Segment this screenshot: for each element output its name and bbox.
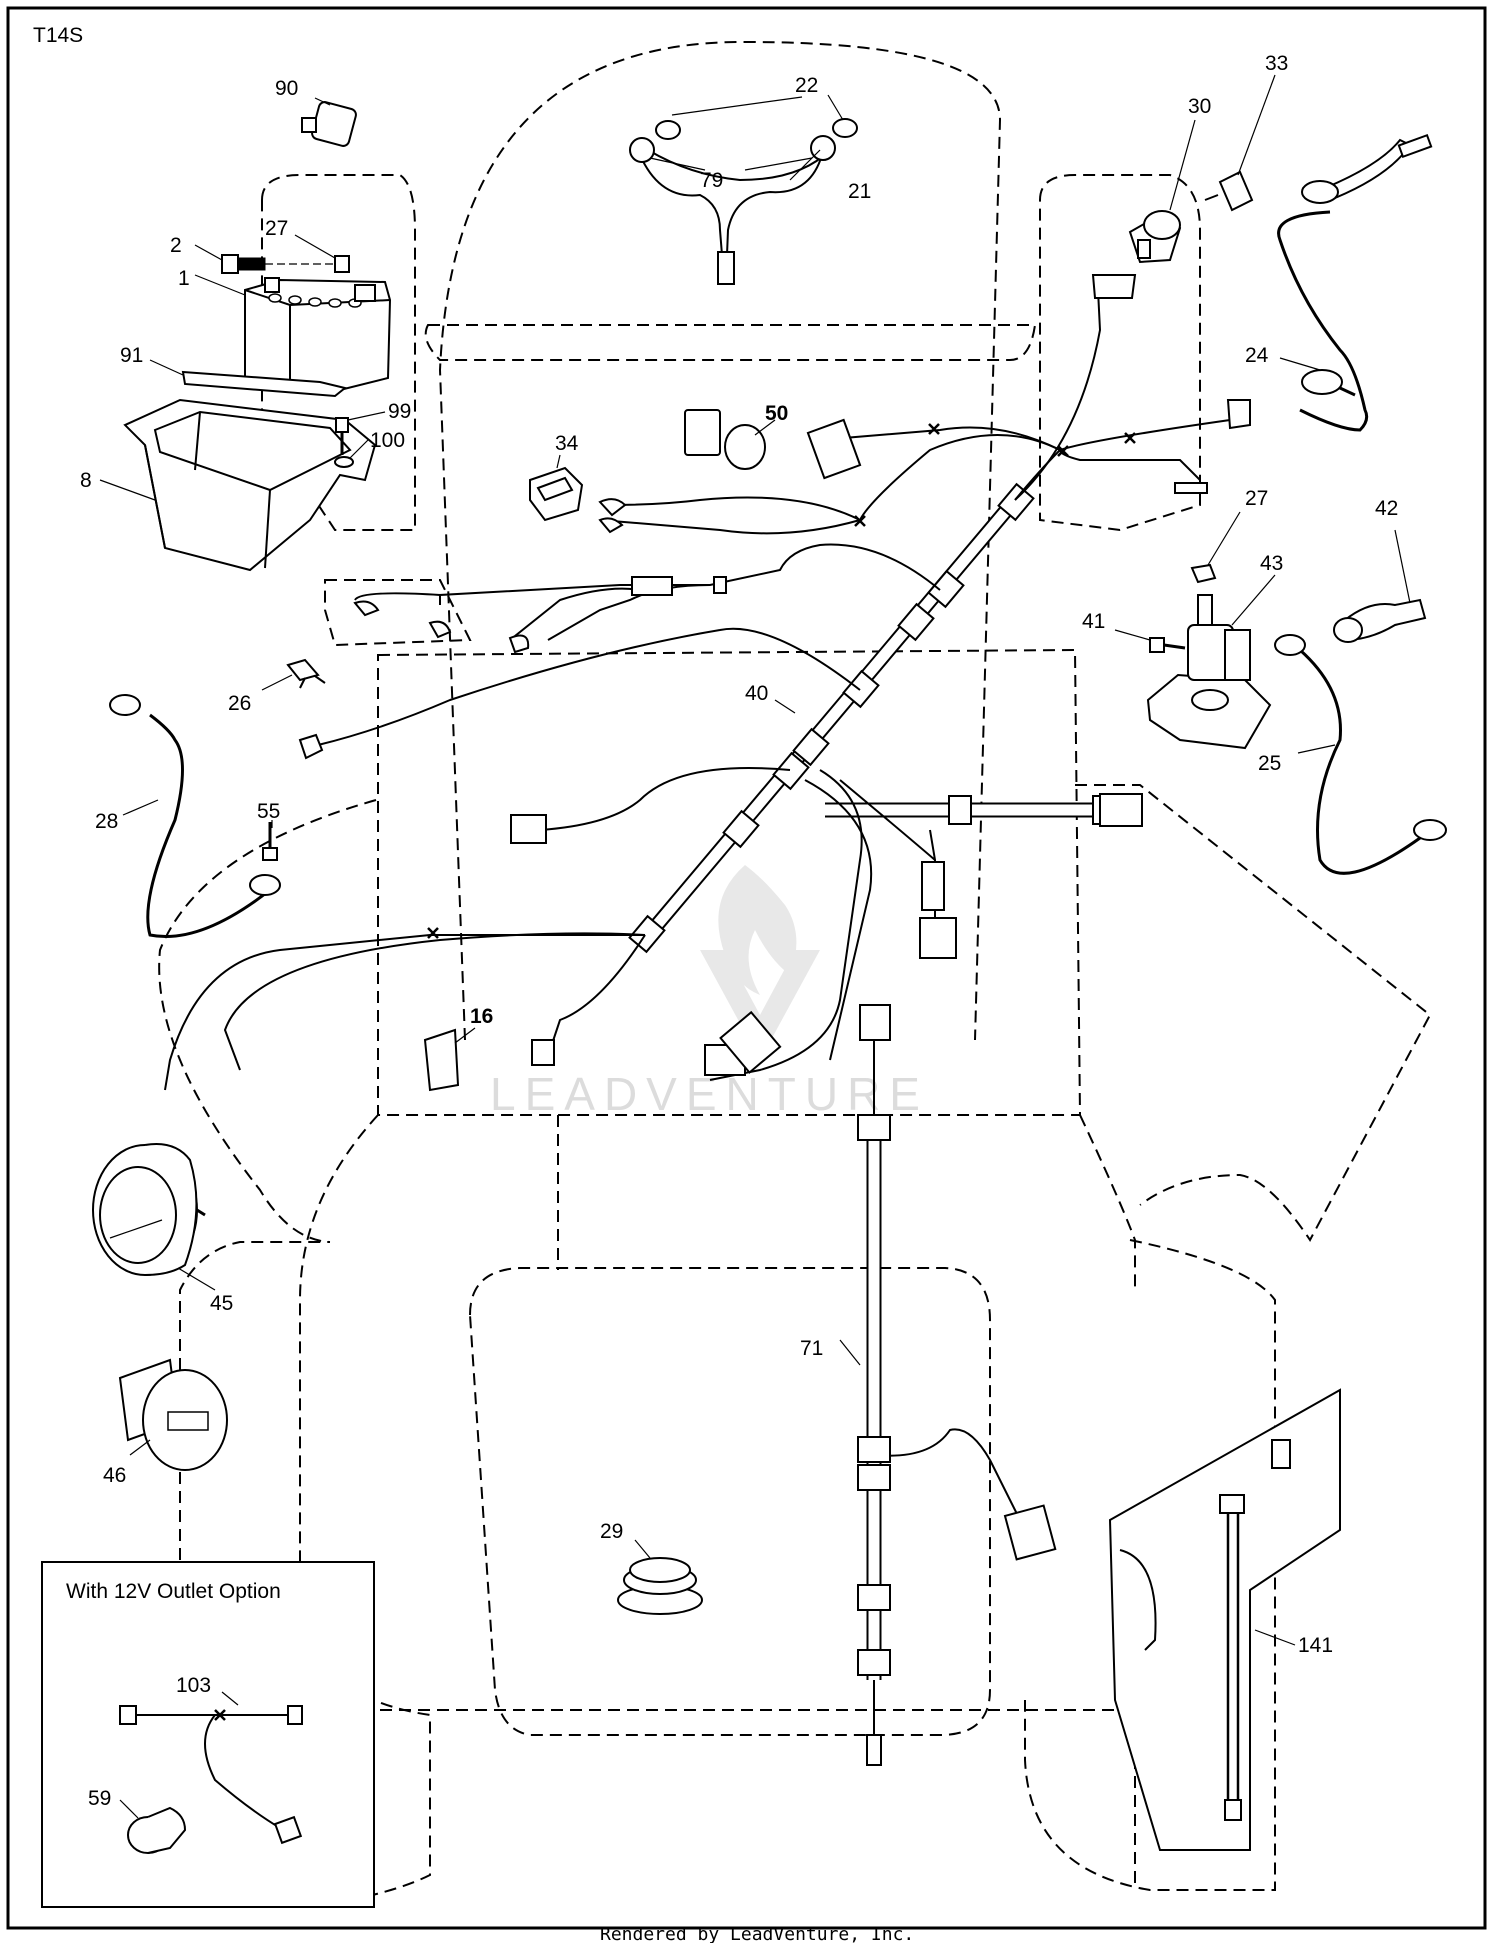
- main-wiring-harness: [164, 289, 1241, 1091]
- callout-33: 33: [1265, 52, 1288, 75]
- callout-28: 28: [95, 810, 118, 833]
- harness-40-leader: [774, 699, 796, 714]
- part-33-key: [1204, 74, 1276, 212]
- part-30-ignition-switch: [1128, 119, 1196, 264]
- callout-27-battery-nut: 27: [265, 217, 288, 240]
- callout-24: 24: [1245, 344, 1269, 367]
- inset-title: With 12V Outlet Option: [66, 1580, 281, 1603]
- callout-141: 141: [1298, 1634, 1333, 1657]
- part-45-meter: [92, 1143, 216, 1291]
- part-1-battery: [194, 274, 392, 392]
- callout-79: 79: [700, 169, 723, 192]
- tractor-outline: [158, 40, 1432, 1901]
- part-21-headlight-harness: [629, 135, 836, 285]
- callout-25: 25: [1258, 752, 1281, 775]
- callout-16: 16: [470, 1005, 493, 1028]
- harness-connectors: [298, 274, 1251, 1076]
- callout-42: 42: [1375, 497, 1398, 520]
- callout-46: 46: [103, 1464, 126, 1487]
- part-16-relay: [423, 1027, 476, 1092]
- part-24-battery-cable: [1277, 133, 1433, 432]
- part-55-screw: [262, 820, 278, 861]
- part-90-relay: [301, 97, 357, 147]
- part-71-harness: [839, 1004, 1057, 1766]
- part-28-ground-cable: [109, 694, 281, 939]
- callout-29: 29: [600, 1520, 623, 1543]
- callout-55: 55: [257, 800, 280, 823]
- part-42-terminal-boot: [1333, 529, 1427, 643]
- callout-99: 99: [388, 400, 411, 423]
- watermark-text: LEADVENTURE: [490, 1068, 929, 1120]
- part-46-hour-meter: [118, 1358, 228, 1471]
- part-41-bolt: [1114, 629, 1186, 653]
- part-103-outlet-harness: [119, 1691, 303, 1845]
- callout-27-solenoid-nut: 27: [1245, 487, 1268, 510]
- callout-22: 22: [795, 74, 818, 97]
- callout-91: 91: [120, 344, 143, 367]
- callout-8: 8: [80, 469, 92, 492]
- part-22-bulbs: [655, 94, 858, 140]
- part-29-plug: [617, 1539, 703, 1615]
- callout-34: 34: [555, 432, 579, 455]
- callout-90: 90: [275, 77, 298, 100]
- part-50-switch: [684, 409, 776, 470]
- callout-100: 100: [370, 429, 405, 452]
- part-8-battery-tray: [99, 398, 377, 572]
- part-26-fuse: [261, 658, 326, 691]
- part-99-100-screw-washer: [334, 411, 386, 468]
- callout-59: 59: [88, 1787, 111, 1810]
- watermark: LEADVENTURE: [490, 865, 929, 1120]
- part-43-solenoid: [1146, 574, 1276, 750]
- callout-45: 45: [210, 1292, 233, 1315]
- callout-43: 43: [1260, 552, 1283, 575]
- part-25-ground-cable: [1274, 634, 1447, 875]
- callout-21: 21: [848, 180, 871, 203]
- callout-26: 26: [228, 692, 251, 715]
- diagram-code: T14S: [33, 24, 83, 47]
- part-27-nut: [1190, 511, 1241, 584]
- callout-103: 103: [176, 1674, 211, 1697]
- part-141-interlock-bracket: [1108, 1388, 1341, 1851]
- callout-71: 71: [800, 1337, 823, 1360]
- splice-marks: [214, 423, 1136, 1676]
- callout-2: 2: [170, 234, 182, 257]
- callout-41: 41: [1082, 610, 1105, 633]
- callout-50: 50: [765, 402, 788, 425]
- part-91-strap: [149, 359, 348, 398]
- callout-30: 30: [1188, 95, 1211, 118]
- part-34-switch: [529, 454, 584, 522]
- part-2-bolt: [194, 234, 350, 274]
- inset-12v-outlet: With 12V Outlet Option 103 59: [41, 1561, 375, 1908]
- part-59-outlet: [119, 1799, 187, 1854]
- footer-credit: Rendered by LeadVenture, Inc.: [600, 1924, 914, 1943]
- page-border: [6, 6, 1487, 1930]
- callout-1: 1: [178, 267, 190, 290]
- callout-40: 40: [745, 682, 768, 705]
- part-79-sockets: [649, 157, 813, 171]
